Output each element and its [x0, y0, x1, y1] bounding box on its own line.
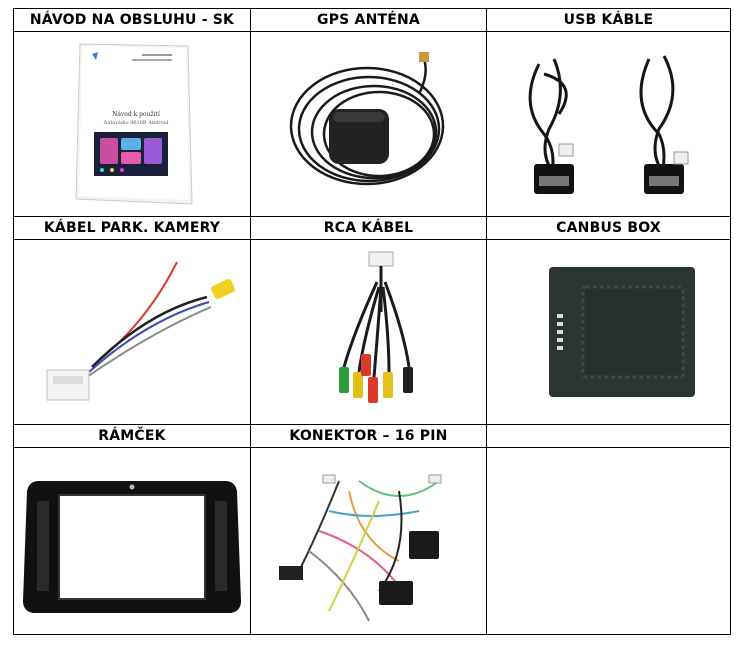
usb-cables-cell — [486, 31, 731, 217]
connector-cell — [250, 447, 487, 635]
manual-title: Návod k použití — [112, 111, 160, 118]
usb-cable-image — [528, 55, 688, 194]
empty-cell — [486, 447, 731, 635]
header-frame: RÁMČEK — [13, 424, 251, 448]
canbus-box-cell — [486, 239, 731, 425]
package-contents-table: NÁVOD NA OBSLUHU - SK GPS ANTÉNA USB KÁB… — [13, 8, 731, 635]
header-row-1: NÁVOD NA OBSLUHU - SK GPS ANTÉNA USB KÁB… — [13, 8, 731, 32]
header-usb-cables: USB KÁBLE — [486, 8, 731, 32]
header-canbus-box: CANBUS BOX — [486, 216, 731, 240]
gps-antenna-cell — [250, 31, 487, 217]
manual-document-image: Návod k použití Autorádio 9610B Android — [75, 43, 193, 205]
frame-image — [23, 481, 241, 613]
camera-cable-image — [46, 261, 235, 401]
header-manual: NÁVOD NA OBSLUHU - SK — [13, 8, 251, 32]
header-camera-cable: KÁBEL PARK. KAMERY — [13, 216, 251, 240]
rca-cable-image — [338, 251, 413, 403]
manual-cell: Návod k použití Autorádio 9610B Android — [13, 31, 251, 217]
manual-subtitle: Autorádio 9610B Android — [103, 119, 170, 126]
header-row-2: KÁBEL PARK. KAMERY RCA KÁBEL CANBUS BOX — [13, 216, 731, 240]
header-row-3: RÁMČEK KONEKTOR – 16 PIN — [13, 424, 731, 448]
canbus-box-image — [548, 267, 695, 397]
gps-antenna-image — [289, 52, 444, 186]
header-empty — [486, 424, 731, 448]
header-connector: KONEKTOR – 16 PIN — [250, 424, 487, 448]
frame-cell — [13, 447, 251, 635]
image-row-2 — [13, 239, 731, 425]
rca-cable-cell — [250, 239, 487, 425]
camera-cable-cell — [13, 239, 251, 425]
image-row-1: Návod k použití Autorádio 9610B Android — [13, 31, 731, 217]
connector-harness-image — [278, 474, 441, 622]
header-rca-cable: RCA KÁBEL — [250, 216, 487, 240]
header-gps-antenna: GPS ANTÉNA — [250, 8, 487, 32]
image-row-3 — [13, 447, 731, 635]
